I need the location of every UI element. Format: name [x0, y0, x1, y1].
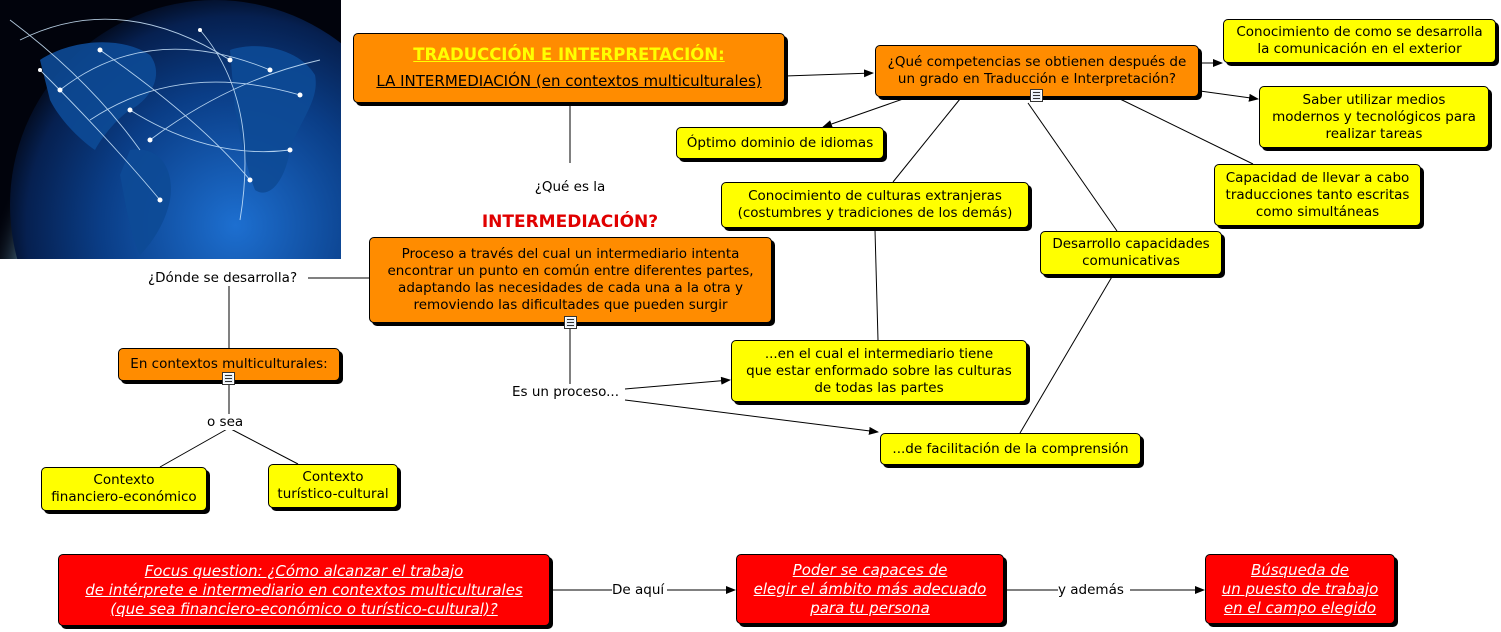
job-search-node[interactable]: Búsqueda de un puesto de trabajo en el c… [1205, 554, 1395, 624]
tourism-context-node[interactable]: Contexto turístico-cultural [268, 464, 398, 508]
globe-network-image [0, 0, 341, 259]
understanding-text: ...de facilitación de la comprensión [892, 440, 1129, 457]
tourism-context-text: Contexto turístico-cultural [277, 469, 389, 502]
competences-question-node[interactable]: ¿Qué competencias se obtienen después de… [875, 45, 1199, 97]
translations-node[interactable]: Capacidad de llevar a cabo traducciones … [1214, 164, 1421, 226]
question-line1: ¿Qué es la [534, 179, 606, 195]
communicative-skills-node[interactable]: Desarrollo capacidades comunicativas [1040, 231, 1222, 275]
main-title-node[interactable]: TRADUCCIÓN E INTERPRETACIÓN: LA INTERMED… [353, 33, 785, 103]
informed-intermediary-text: ...en el cual el intermediario tiene que… [746, 345, 1012, 396]
communication-abroad-text: Conocimiento de como se desarrolla la co… [1236, 24, 1483, 57]
multicultural-contexts-node[interactable]: En contextos multiculturales: [118, 348, 340, 381]
process-label: Es un proceso... [512, 384, 619, 400]
choose-field-node[interactable]: Poder se capaces de elegir el ámbito más… [736, 554, 1004, 624]
languages-text: Óptimo dominio de idiomas [686, 134, 874, 151]
question-line2: INTERMEDIACIÓN? [481, 212, 659, 232]
understanding-node[interactable]: ...de facilitación de la comprensión [880, 433, 1141, 465]
document-icon[interactable] [222, 372, 235, 385]
focus-question-text: Focus question: ¿Cómo alcanzar el trabaj… [85, 561, 523, 618]
continent-europe-africa [230, 46, 316, 193]
definition-node[interactable]: Proceso a través del cual un intermediar… [369, 237, 772, 323]
translations-text: Capacidad de llevar a cabo traducciones … [1225, 169, 1410, 220]
link-y-ademas: y además [1058, 582, 1124, 598]
link-de-aqui: De aquí [612, 582, 665, 598]
definition-text: Proceso a través del cual un intermediar… [387, 246, 754, 313]
multicultural-contexts-text: En contextos multiculturales: [130, 356, 328, 372]
choose-field-text: Poder se capaces de elegir el ámbito más… [753, 560, 987, 617]
financial-context-node[interactable]: Contexto financiero-económico [41, 467, 207, 511]
financial-context-text: Contexto financiero-económico [51, 472, 197, 505]
main-subtitle: LA INTERMEDIACIÓN (en contextos multicul… [376, 72, 762, 90]
modern-media-node[interactable]: Saber utilizar medios modernos y tecnoló… [1259, 86, 1489, 148]
foreign-cultures-node[interactable]: Conocimiento de culturas extranjeras (co… [721, 182, 1029, 228]
document-icon[interactable] [1030, 89, 1043, 102]
job-search-text: Búsqueda de un puesto de trabajo en el c… [1221, 560, 1379, 617]
communication-abroad-node[interactable]: Conocimiento de como se desarrolla la co… [1223, 19, 1496, 63]
modern-media-text: Saber utilizar medios modernos y tecnoló… [1272, 91, 1476, 142]
foreign-cultures-text: Conocimiento de culturas extranjeras (co… [737, 188, 1013, 221]
continent-south-america [120, 149, 171, 255]
o-sea-label: o sea [207, 414, 244, 430]
informed-intermediary-node[interactable]: ...en el cual el intermediario tiene que… [731, 340, 1027, 402]
languages-node[interactable]: Óptimo dominio de idiomas [676, 127, 884, 159]
question-label: ¿Qué es la INTERMEDIACIÓN? [470, 163, 670, 249]
where-label: ¿Dónde se desarrolla? [148, 270, 298, 286]
main-title: TRADUCCIÓN E INTERPRETACIÓN: [413, 45, 725, 64]
competences-question-text: ¿Qué competencias se obtienen después de… [887, 54, 1187, 87]
communicative-skills-text: Desarrollo capacidades comunicativas [1052, 236, 1210, 269]
document-icon[interactable] [564, 316, 577, 329]
focus-question-node[interactable]: Focus question: ¿Cómo alcanzar el trabaj… [58, 554, 550, 626]
